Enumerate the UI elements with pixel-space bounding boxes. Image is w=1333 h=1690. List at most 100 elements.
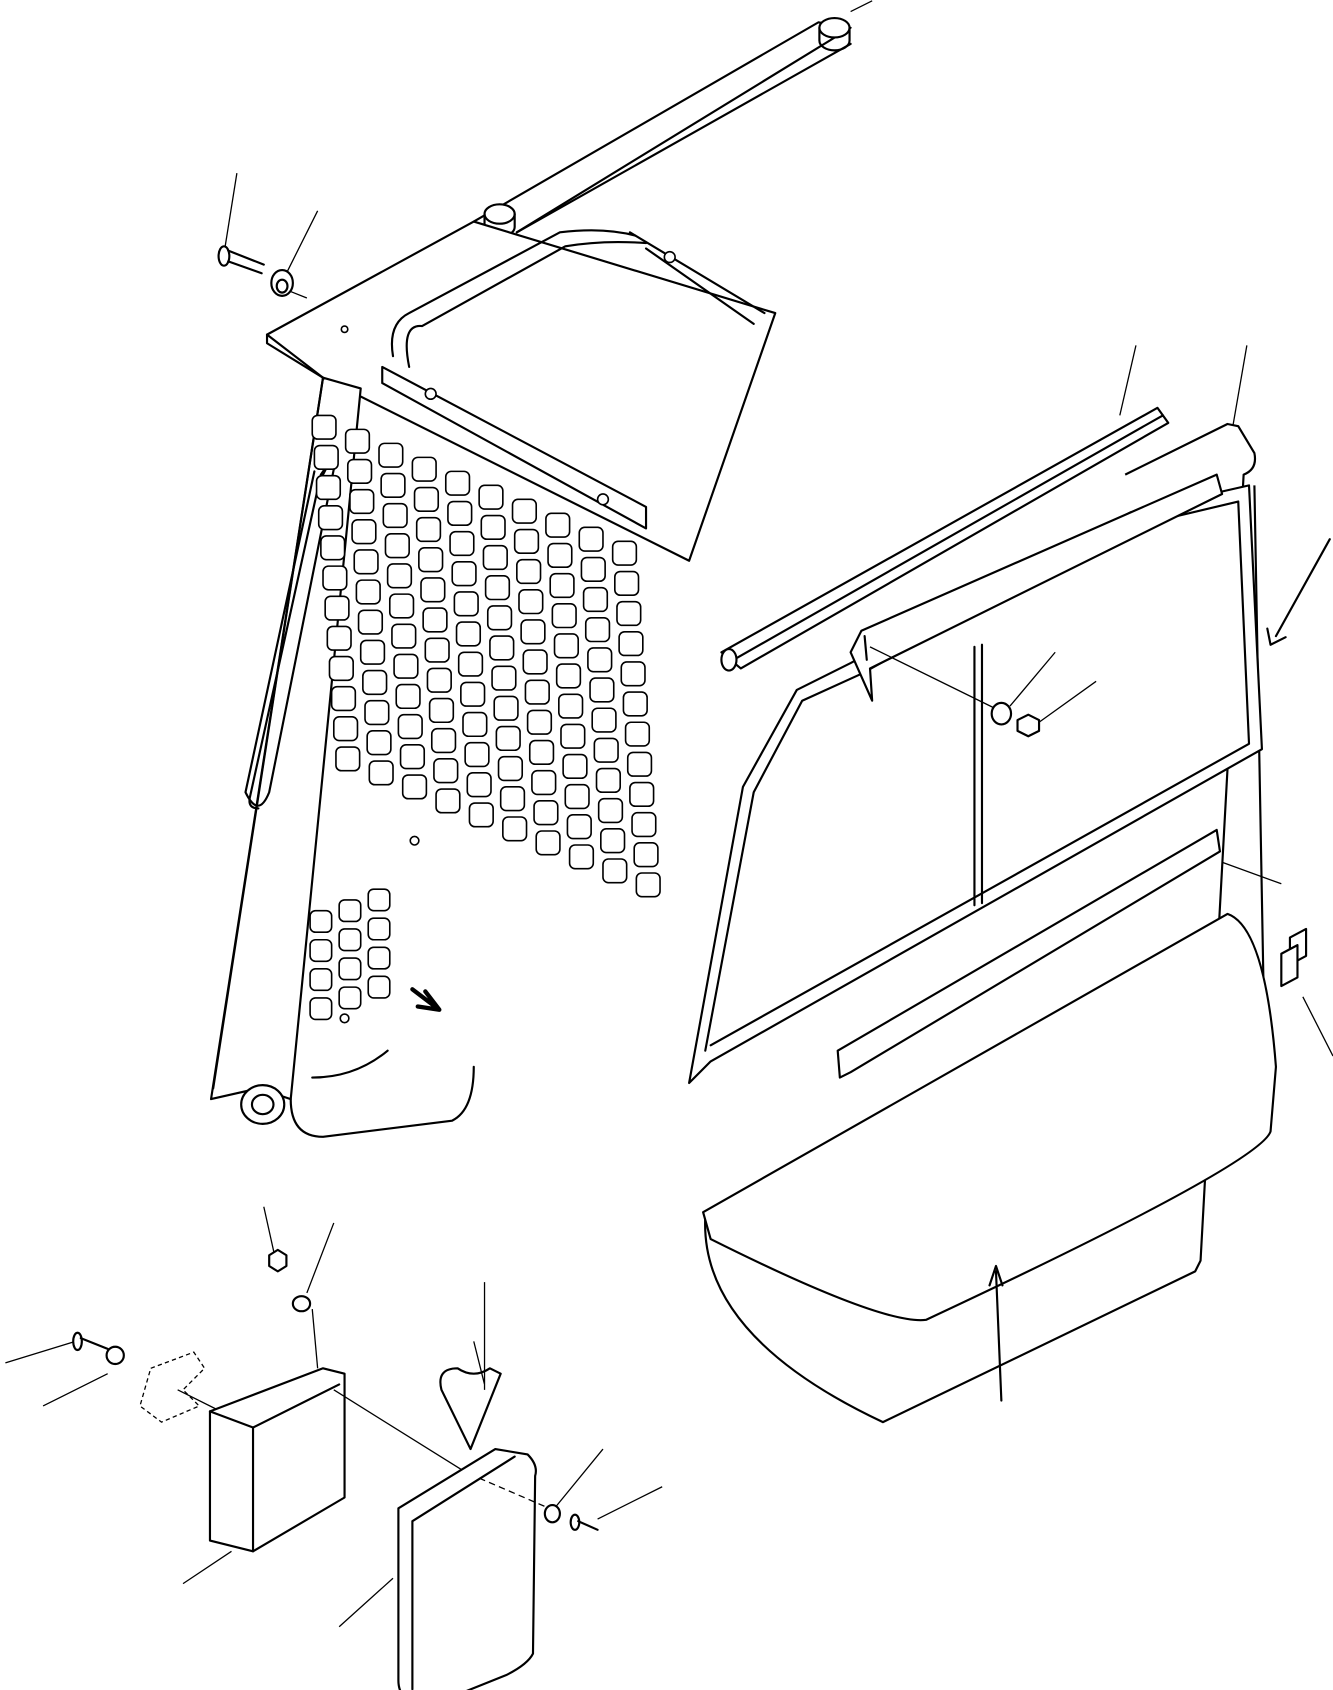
mesh-cell: [564, 783, 590, 810]
mesh-cell: [457, 651, 484, 677]
mesh-cell: [620, 661, 646, 687]
mesh-cell: [482, 544, 508, 571]
mesh-cell: [393, 653, 419, 679]
mesh-cell: [411, 456, 437, 482]
mesh-cell: [611, 540, 638, 566]
bolt-and-nut: [217, 173, 319, 299]
mesh-cell: [451, 561, 477, 587]
mesh-cell: [309, 938, 333, 963]
mesh-cell: [468, 802, 494, 828]
mesh-cell: [335, 746, 361, 772]
mesh-cell: [489, 635, 515, 661]
mesh-cell: [311, 414, 337, 440]
mesh-cell: [415, 516, 442, 543]
view-arrow: [410, 987, 442, 1012]
mesh-cell: [551, 603, 577, 629]
mesh-cell: [568, 844, 595, 870]
mesh-cell: [380, 472, 406, 499]
mesh-cell: [382, 502, 408, 529]
mesh-cell: [435, 788, 461, 814]
mesh-cell: [533, 800, 559, 826]
mesh-cell: [324, 595, 350, 621]
mesh-cell: [522, 649, 548, 675]
mesh-cell: [614, 570, 640, 597]
mesh-cell: [309, 997, 333, 1021]
mesh-cell: [367, 917, 391, 941]
mesh-cell: [616, 600, 642, 627]
window-assembly: [688, 345, 1333, 1424]
mesh-cell: [618, 630, 644, 657]
mesh-cell: [566, 814, 592, 840]
mesh-cell: [332, 716, 359, 742]
mesh-cell: [591, 707, 617, 733]
mesh-cell: [378, 442, 404, 468]
mesh-cell: [355, 579, 381, 605]
mesh-cell: [460, 681, 486, 707]
mesh-cell: [580, 556, 606, 583]
mesh-cell: [484, 575, 511, 601]
mesh-cell: [624, 721, 651, 747]
mesh-cell: [426, 667, 452, 693]
mesh-cell: [549, 572, 575, 599]
mesh-cell: [430, 727, 457, 754]
mesh-cell: [344, 428, 371, 454]
mesh-cell: [367, 946, 391, 970]
mesh-cell: [629, 781, 655, 808]
mesh-cell: [578, 526, 604, 552]
mesh-cell: [602, 858, 628, 884]
mesh-cell: [384, 533, 410, 559]
storage-box-assembly: [5, 1206, 663, 1690]
mesh-cell: [328, 655, 354, 682]
mesh-cell: [502, 816, 528, 842]
mesh-cell: [513, 528, 540, 555]
mesh-cell: [528, 739, 555, 766]
mesh-cell: [587, 647, 613, 673]
mesh-cell: [391, 623, 417, 649]
mesh-cell: [518, 589, 544, 615]
mesh-cell: [516, 558, 542, 585]
mesh-cell: [486, 605, 513, 631]
view-arrow: [1266, 538, 1331, 646]
mesh-cell: [364, 699, 390, 726]
mesh-cell: [462, 711, 488, 738]
mesh-cell: [367, 888, 391, 912]
mesh-cell: [635, 872, 661, 898]
mesh-cell: [424, 637, 450, 663]
mesh-cell: [464, 741, 490, 768]
mesh-cell: [413, 486, 440, 513]
mesh-cell: [447, 500, 473, 527]
mesh-cell: [562, 753, 588, 780]
mesh-cell: [315, 474, 342, 501]
roof-rail: [472, 0, 873, 238]
mesh-cell: [397, 713, 423, 740]
mesh-cell: [558, 693, 584, 719]
mesh-cell: [466, 772, 492, 798]
mesh-cell: [386, 563, 413, 589]
mesh-cell: [362, 669, 388, 696]
mesh-cell: [626, 751, 653, 777]
mesh-cell: [349, 488, 375, 515]
mesh-cell: [346, 458, 373, 485]
mesh-cell: [631, 811, 657, 838]
mesh-cell: [526, 709, 553, 735]
mesh-cell: [555, 663, 582, 689]
mesh-cell: [420, 577, 446, 603]
mesh-cell: [338, 899, 362, 923]
mesh-cell: [480, 514, 506, 541]
mesh-cell: [478, 484, 504, 510]
mesh-cell: [535, 830, 561, 856]
mesh-cell: [547, 542, 573, 569]
mesh-cell: [320, 535, 346, 561]
mesh-cell: [422, 607, 448, 633]
mesh-cell: [359, 639, 386, 665]
mesh-cell: [444, 470, 471, 496]
mesh-cell: [449, 530, 475, 557]
mesh-cell: [326, 625, 352, 651]
mesh-cell: [531, 769, 557, 796]
mesh-grid: [311, 414, 661, 898]
mesh-cell: [600, 828, 626, 854]
mesh-cell: [582, 586, 609, 613]
mesh-cell: [317, 505, 344, 531]
mesh-cell: [493, 695, 519, 721]
